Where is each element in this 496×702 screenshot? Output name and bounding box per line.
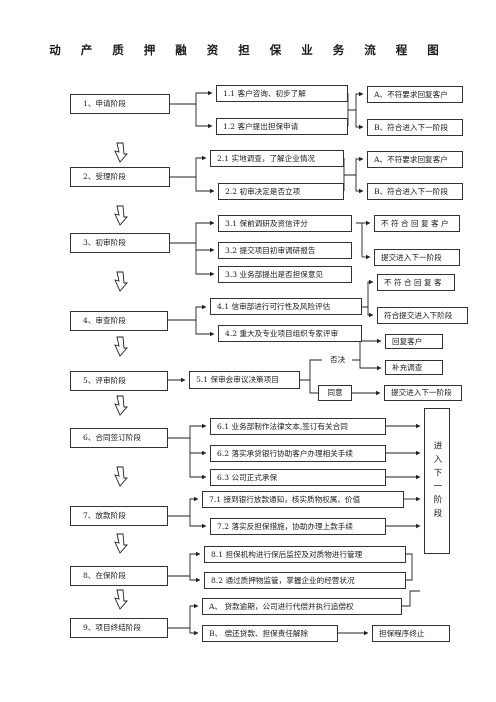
step-box: 4.1 信审部进行可行性及风险评估 — [210, 298, 362, 315]
outcome-box: 担保程序终止 — [372, 625, 450, 642]
connector — [189, 628, 199, 636]
outcome-box: B、符合进入下一阶段 — [367, 119, 463, 136]
stage-box-under-guarantee: 8、在保阶段 — [70, 566, 168, 586]
next-stage-arrow — [114, 395, 128, 416]
connector — [195, 320, 215, 337]
step-box: 3.2 提交项目初审调研报告 — [218, 242, 352, 259]
step-box: 2.1 实地调查，了解企业情况 — [210, 150, 344, 167]
outcome-box: B、符合进入下一阶段 — [367, 183, 463, 200]
connector — [359, 360, 382, 371]
step-box: 8.1 担保机构进行保后监控及对质物进行管理 — [204, 546, 406, 563]
next-stage-arrow — [114, 142, 128, 163]
next-stage-box: 进入下一阶段 — [424, 408, 450, 554]
step-box: 7.1 接到银行放款通知，核实质物权属、价值 — [202, 491, 404, 508]
step-box: 1.1 客户咨询、初步了解 — [216, 85, 348, 102]
step-box: 5.1 保审会审议决策项目 — [189, 371, 300, 389]
stage-box-apply: 1、申请阶段 — [70, 94, 170, 114]
next-stage-arrow — [114, 205, 128, 226]
connector — [189, 516, 207, 529]
outcome-box: 提交进入下一阶段 — [384, 385, 462, 401]
connector — [348, 91, 364, 111]
step-box: 4.2 重大及专业项目组织专家评审 — [218, 325, 362, 342]
connector — [352, 341, 361, 361]
outcome-box: 提交进入下一阶段 — [374, 249, 460, 266]
step-box: 2.2 初审决定是否立项 — [218, 183, 344, 200]
connector — [309, 380, 318, 394]
step-box: 6.3 公司正式承保 — [210, 469, 386, 486]
connector — [300, 359, 322, 381]
outcome-box: A、不符要求回复客户 — [367, 151, 463, 168]
next-stage-arrow — [114, 533, 128, 554]
next-stage-arrow — [114, 466, 128, 487]
connector — [168, 304, 207, 321]
stage-box-accept: 2、受理阶段 — [70, 167, 170, 187]
connector — [189, 453, 207, 480]
outcome-box: A、不符要求回复客户 — [367, 86, 463, 103]
next-stage-arrow — [114, 589, 128, 610]
connector — [168, 603, 199, 629]
connector — [367, 307, 374, 318]
step-box: 6.1 业务部制作法律文本,签订有关合同 — [210, 418, 386, 435]
step-box: 6.2 落实承贷银行协助客户办理相关手续 — [210, 445, 386, 462]
connector — [195, 243, 215, 253]
step-box: 7.2 落实反担保措施，协助办理上款手续 — [210, 518, 386, 535]
stage-box-termination: 9、项目终结阶段 — [70, 618, 168, 638]
outcome-box: 回复客户 — [385, 334, 443, 349]
outcome-box: 补充调查 — [385, 360, 443, 375]
connector — [355, 110, 364, 130]
step-box: 1.2 客户提出担保申请 — [216, 118, 348, 135]
step-box: 8.2 通过质押物监管，掌握企业的经营状况 — [204, 572, 406, 589]
stage-box-disbursement: 7、放款阶段 — [70, 506, 168, 526]
connector — [168, 423, 207, 439]
stage-box-deliberation: 5、评审阶段 — [70, 371, 168, 391]
connector — [355, 175, 364, 194]
step-box: A、 贷款逾期，公司进行代偿并执行追偿权 — [202, 598, 402, 615]
outcome-box: 符合提交进入下阶段 — [377, 307, 468, 324]
outcome-box: 不 符 合 回 复 客 — [377, 274, 455, 291]
connector — [195, 104, 213, 129]
connector — [189, 438, 207, 456]
connector — [168, 496, 199, 517]
outcome-box: 不 符 合 回 复 客 户 — [374, 215, 460, 232]
connector — [406, 553, 413, 581]
connector — [362, 279, 374, 308]
connector — [170, 90, 213, 105]
connector — [168, 551, 201, 577]
decision-reject-label: 否决 — [330, 355, 346, 364]
next-stage-arrow — [114, 336, 128, 357]
stage-box-first-review: 3、初审阶段 — [70, 233, 170, 253]
step-box: 3.3 业务部提出是否担保意见 — [218, 266, 352, 283]
page-title: 动 产 质 押 融 资 担 保 业 务 流 程 图 — [49, 43, 447, 57]
stage-box-examination: 4、审查阶段 — [70, 311, 168, 331]
decision-approve-box: 同意 — [318, 385, 352, 401]
connector — [195, 250, 215, 277]
stage-box-contract: 6、合同签订阶段 — [70, 428, 168, 448]
connector — [344, 156, 364, 176]
step-box: 3.1 保前调研及资信评分 — [218, 215, 352, 232]
connector — [356, 222, 363, 257]
connector — [402, 590, 420, 607]
next-stage-arrow — [114, 271, 128, 292]
connector — [170, 220, 215, 244]
connector — [189, 576, 201, 583]
connector — [195, 177, 215, 194]
connector — [170, 155, 207, 178]
step-box: B、 偿还贷款、担保责任解除 — [202, 625, 338, 642]
